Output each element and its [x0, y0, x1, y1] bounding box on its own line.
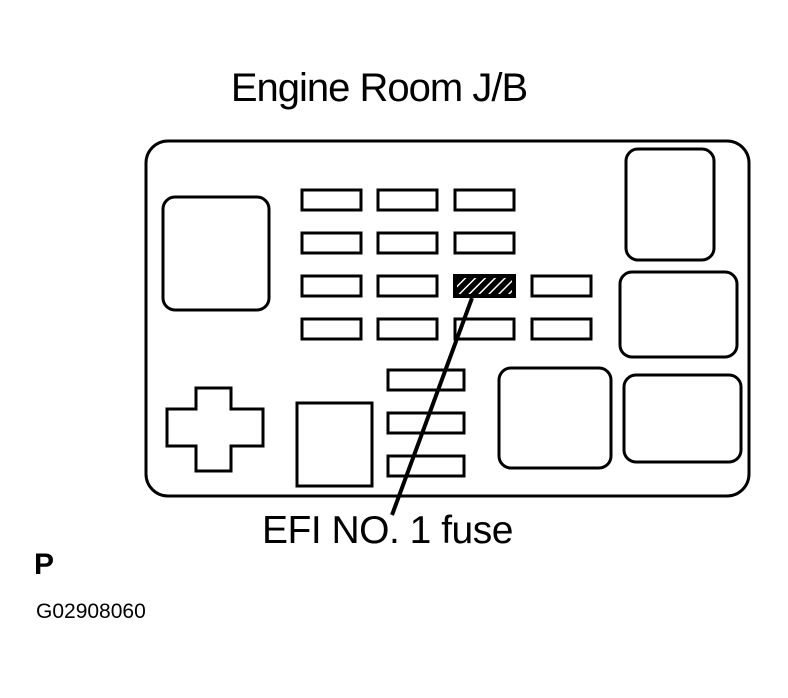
relay-right-top: [624, 147, 716, 262]
fuse-slot: [300, 188, 363, 212]
fuse-slot: [530, 317, 593, 341]
relay-right-bottom: [622, 373, 743, 464]
diagram-title: Engine Room J/B: [0, 66, 788, 111]
relay-left-large: [161, 195, 271, 312]
cross-connector: [165, 386, 265, 473]
callout-leader-line: [390, 297, 474, 516]
junction-block-housing: [144, 139, 751, 498]
efi-fuse-callout-label: EFI NO. 1 fuse: [262, 509, 513, 552]
fuse-slot: [376, 231, 439, 255]
figure-id: G02908060: [36, 600, 146, 623]
fuse-slot: [530, 274, 593, 298]
fuse-slot: [376, 317, 439, 341]
fuse-slot: [300, 231, 363, 255]
fuse-slot: [453, 231, 516, 255]
fuse-slot: [386, 411, 466, 435]
diagram-title-text: Engine Room J/B: [230, 66, 528, 110]
fuse-slot: [453, 317, 516, 341]
square-connector: [295, 401, 374, 488]
efi-no1-fuse-highlighted: [453, 274, 516, 298]
fuse-slot: [386, 368, 466, 392]
relay-center-large: [497, 366, 613, 470]
fuse-slot: [376, 188, 439, 212]
fuse-slot: [300, 274, 363, 298]
fuse-slot: [386, 454, 466, 478]
view-label: P: [34, 548, 55, 581]
fuse-slot: [453, 188, 516, 212]
relay-right-middle: [618, 270, 739, 359]
fuse-slot: [300, 317, 363, 341]
fuse-slot: [376, 274, 439, 298]
